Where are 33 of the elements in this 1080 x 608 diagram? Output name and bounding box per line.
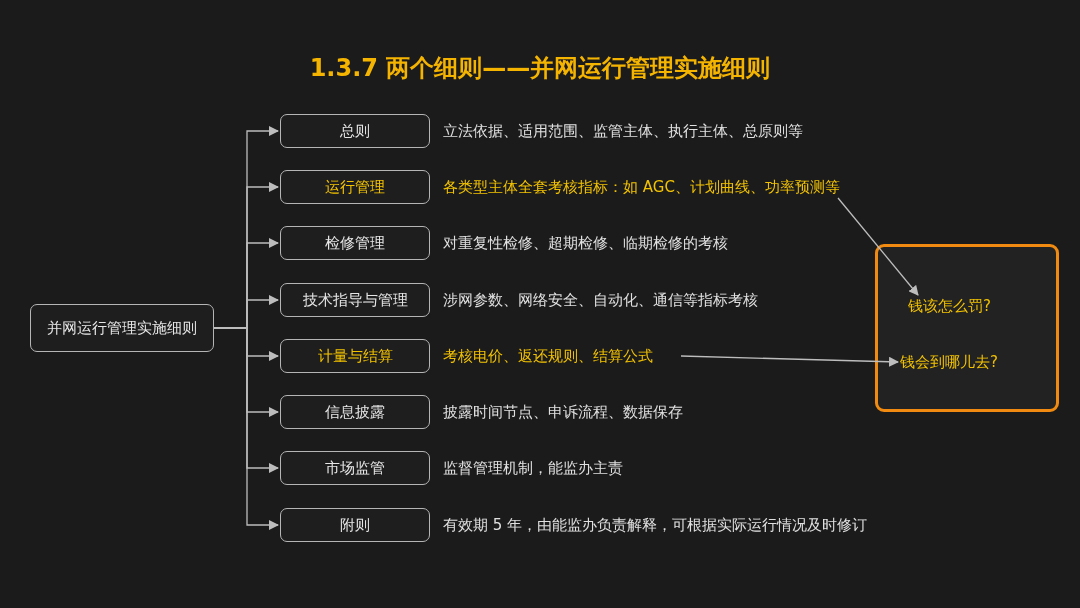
description-text: 监督管理机制，能监办主责 [443,458,623,478]
arrow [213,327,279,530]
topic-box [280,283,430,317]
topic-label: 信息披露 [325,402,385,422]
topic-box [280,114,430,148]
description-text: 披露时间节点、申诉流程、数据保存 [443,402,683,422]
topic-label: 运行管理 [325,177,385,197]
description-text: 各类型主体全套考核指标：如 AGC、计划曲线、功率预测等 [443,174,863,200]
description-text: 对重复性检修、超期检修、临期检修的考核 [443,233,728,253]
question-text: 钱会到哪儿去? [900,349,1040,375]
topic-label: 计量与结算 [317,346,393,366]
question-text: 钱该怎么罚? [908,293,1032,319]
topic-box [280,226,430,260]
arrow [837,197,919,296]
topic-label: 总则 [340,121,370,141]
topic-box [280,508,430,542]
topic-box [280,395,430,429]
description-text: 立法依据、适用范围、监管主体、执行主体、总原则等 [443,121,803,141]
description-text: 涉网参数、网络安全、自动化、通信等指标考核 [443,290,758,310]
topic-label: 附则 [340,515,370,535]
description-text: 考核电价、返还规则、结算公式 [443,343,679,369]
topic-box [280,451,430,485]
topic-label: 市场监管 [325,458,385,478]
topic-box [280,339,430,373]
description-text: 有效期 5 年，由能监办负责解释，可根据实际运行情况及时修订 [443,515,868,535]
title: 1.3.7 两个细则——并网运行管理实施细则 [308,53,772,84]
topic-box [280,170,430,204]
topic-box [30,304,214,352]
arrow [680,355,899,367]
topic-label: 检修管理 [325,233,385,253]
topic-label: 技术指导与管理 [302,290,408,310]
topic-label: 并网运行管理实施细则 [47,318,197,338]
highlight-panel [875,244,1059,412]
